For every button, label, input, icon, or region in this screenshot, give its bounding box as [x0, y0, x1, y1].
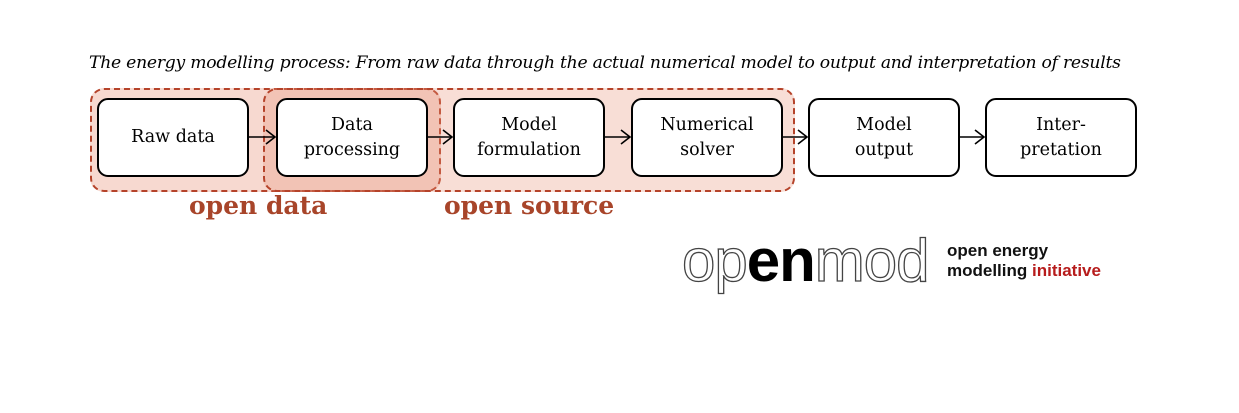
step-model-formulation: Model formulation	[453, 98, 605, 177]
tagline-line-2: modelling initiative	[947, 261, 1101, 281]
diagram-caption: The energy modelling process: From raw d…	[89, 53, 1121, 73]
step-raw-data: Raw data	[97, 98, 249, 177]
step-data-processing: Data processing	[276, 98, 428, 177]
arrow-right-icon	[249, 129, 277, 145]
logo-tagline: open energy modelling initiative	[947, 241, 1101, 281]
open-data-label: open data	[189, 191, 328, 220]
logo-part-en: en	[746, 227, 816, 294]
tagline-line-1: open energy	[947, 241, 1049, 260]
tagline-prefix: modelling	[947, 261, 1032, 280]
step-interpretation: Inter- pretation	[985, 98, 1137, 177]
logo-part-mod: mod	[814, 226, 930, 294]
logo-part-op: op	[681, 226, 748, 294]
step-model-output: Model output	[808, 98, 960, 177]
arrow-right-icon	[960, 129, 986, 145]
arrow-right-icon	[783, 129, 809, 145]
open-source-label: open source	[444, 191, 615, 220]
arrow-right-icon	[428, 129, 454, 145]
step-numerical-solver: Numerical solver	[631, 98, 783, 177]
arrow-right-icon	[605, 129, 632, 145]
openmod-logo: openmod	[681, 226, 930, 296]
tagline-accent: initiative	[1032, 261, 1101, 280]
